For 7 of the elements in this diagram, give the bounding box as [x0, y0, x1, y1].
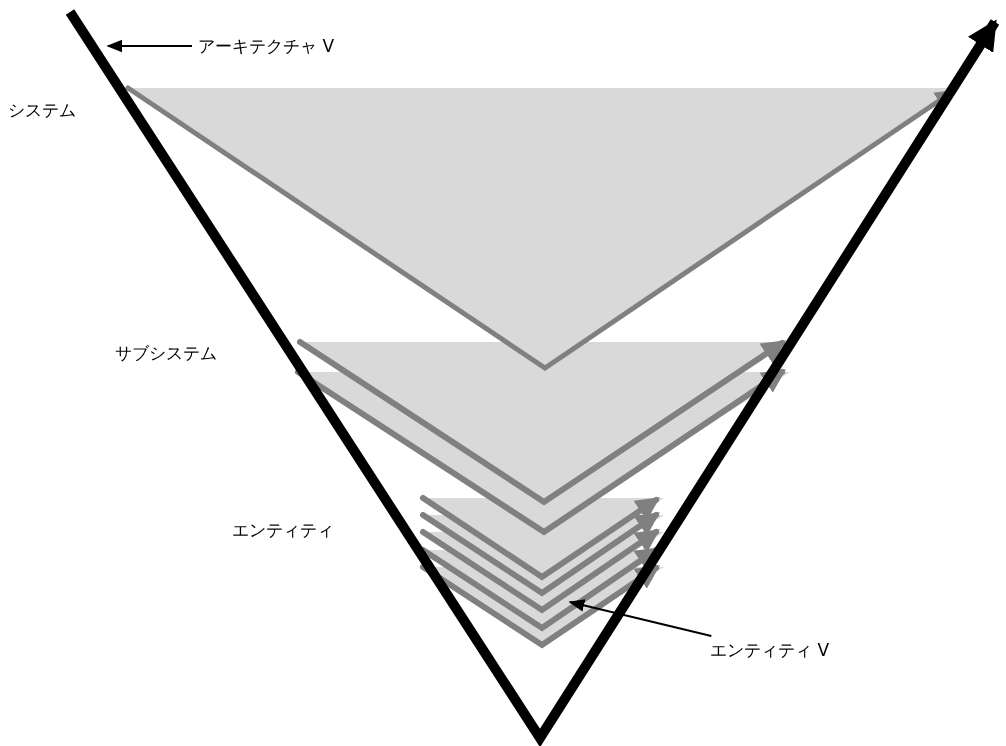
- callout-label: エンティティ V: [710, 640, 830, 660]
- callout-label: アーキテクチャ V: [198, 36, 335, 56]
- leader-line: [568, 599, 713, 637]
- level-label: システム: [8, 100, 76, 120]
- level-label: サブシステム: [115, 343, 217, 363]
- leader-line: [106, 39, 193, 53]
- level-label: エンティティ: [232, 520, 334, 540]
